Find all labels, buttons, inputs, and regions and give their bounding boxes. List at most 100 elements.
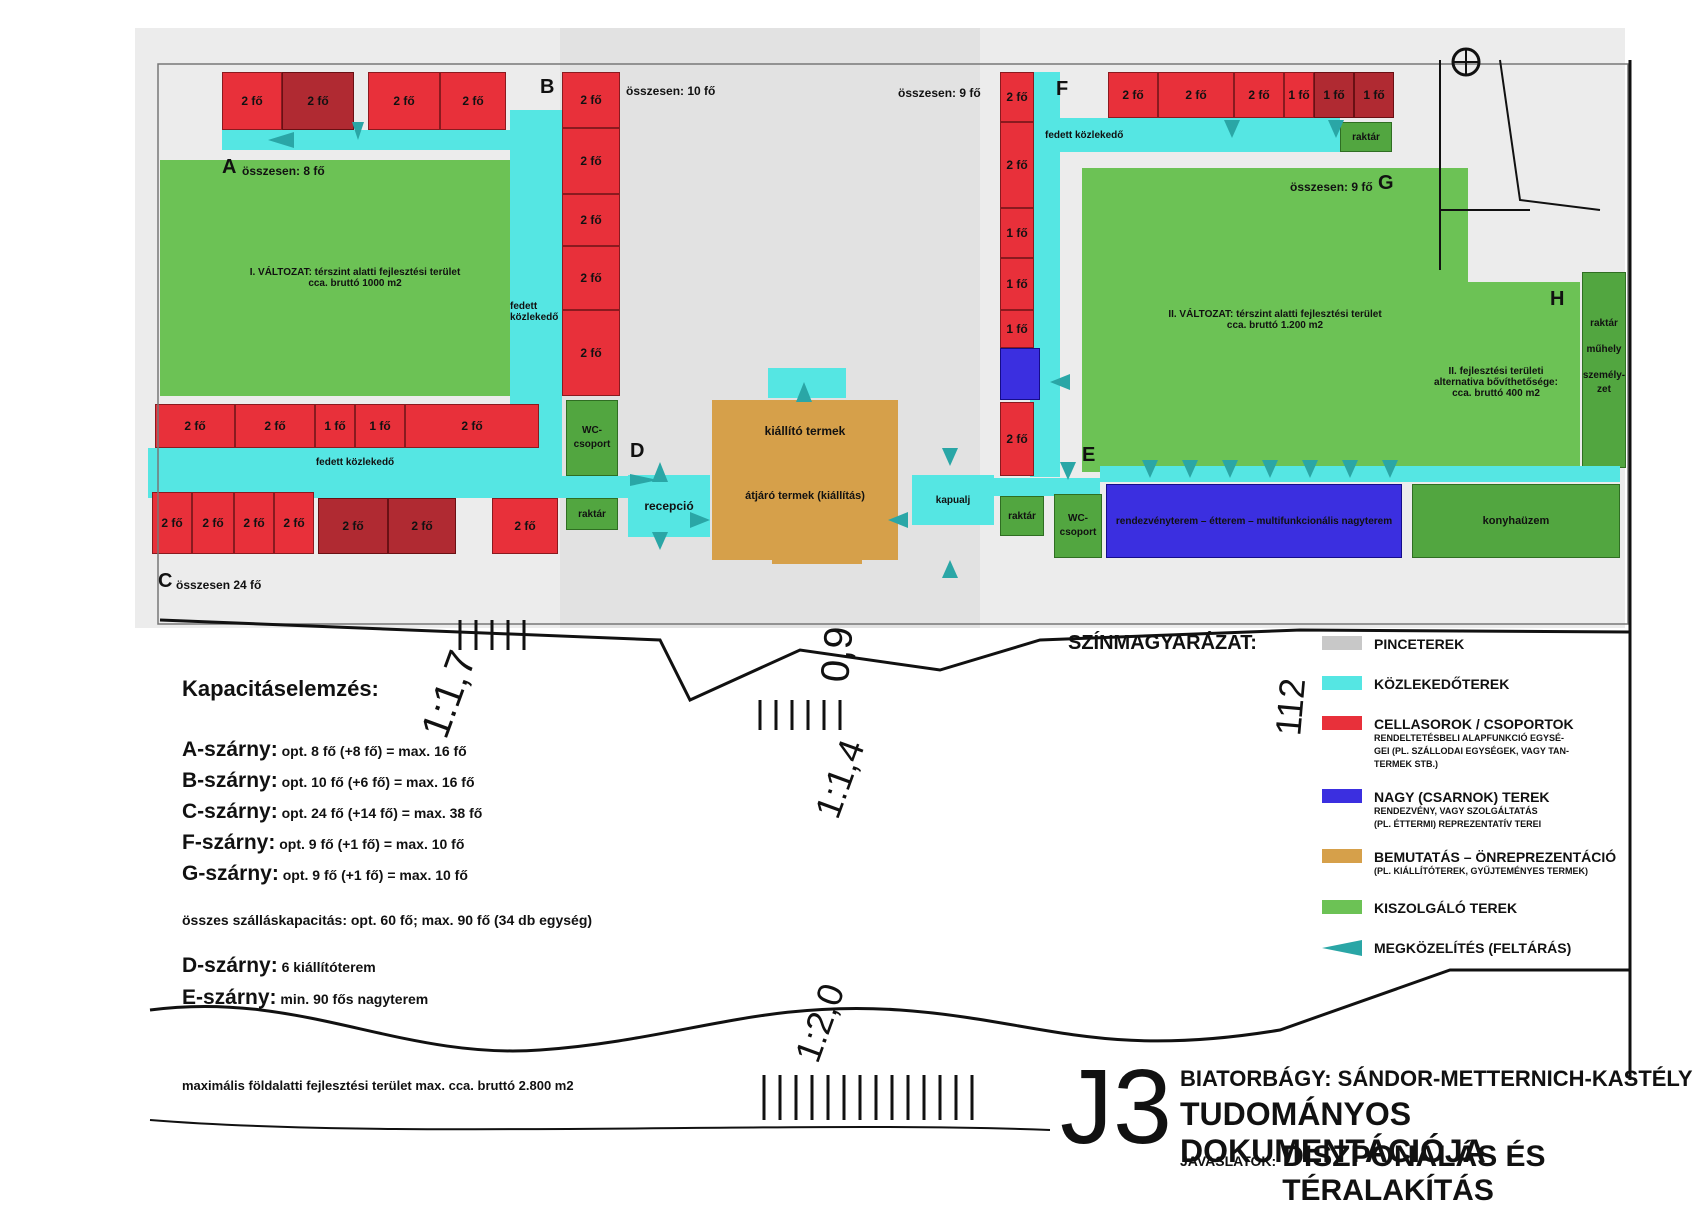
title-line-3-text: DISZPONÁLÁS ÉS TÉRALAKÍTÁS xyxy=(1282,1140,1546,1207)
c-lower-room-7: 2 fő xyxy=(492,498,558,554)
c-lower-room-4: 2 fő xyxy=(274,492,314,554)
variant-2-title: II. VÁLTOZAT: térszint alatti fejlesztés… xyxy=(1168,309,1382,320)
capacity-row-c: C-szárny: opt. 24 fő (+14 fő) = max. 38 … xyxy=(182,800,483,823)
h-area-line-2: alternativa bővíthetősége: xyxy=(1434,376,1558,388)
f-room-5: 1 fő xyxy=(1000,310,1034,348)
exhibit-rooms-label: kiállító termek xyxy=(764,424,846,438)
b-corridor-label-1: fedett xyxy=(510,301,538,312)
g-room-4: 1 fő xyxy=(1284,72,1314,118)
wc-left-label-1: WC- xyxy=(582,425,602,436)
title-line-3: JAVASLATOK: DISZPONÁLÁS ÉS TÉRALAKÍTÁS xyxy=(1180,1140,1697,1208)
wing-a-total: összesen: 8 fő xyxy=(242,164,325,178)
g-room-6: 1 fő xyxy=(1354,72,1394,118)
storage-left: raktár xyxy=(566,498,618,530)
c-upper-room-1: 2 fő xyxy=(155,404,235,448)
capacity-row-e: E-szárny: min. 90 fős nagyterem xyxy=(182,986,429,1009)
c-lower-room-2: 2 fő xyxy=(192,492,234,554)
legend-swatch xyxy=(1322,849,1362,863)
title-line-3-prefix: JAVASLATOK: xyxy=(1180,1153,1277,1169)
c-wing-corridor: fedett közlekedő xyxy=(148,448,562,476)
approach-arrow-icons xyxy=(268,120,1398,578)
wc-right-label-1: WC- xyxy=(1068,513,1088,524)
f-room-3: 1 fő xyxy=(1000,208,1034,258)
g-room-5: 1 fő xyxy=(1314,72,1354,118)
legend-swatch xyxy=(1322,789,1362,803)
capacity-total: összes szálláskapacitás: opt. 60 fő; max… xyxy=(182,912,593,928)
c-upper-room-4: 1 fő xyxy=(355,404,405,448)
approach-arrow-icon xyxy=(1322,940,1362,956)
capacity-list: A-szárny: opt. 8 fő (+8 fő) = max. 16 fő… xyxy=(182,738,482,893)
wc-group-right: WC- csoport xyxy=(1054,494,1102,558)
a-room-1: 2 fő xyxy=(222,72,282,130)
capacity-row-a: A-szárny: opt. 8 fő (+8 fő) = max. 16 fő xyxy=(182,738,467,761)
title-line-1: BIATORBÁGY: SÁNDOR-METTERNICH-KASTÉLY xyxy=(1180,1066,1693,1091)
variant-1-development-area: I. VÁLTOZAT: térszint alatti fejlesztési… xyxy=(160,160,550,396)
h-staff-label-2: zet xyxy=(1597,384,1611,395)
f-corridor-label: fedett közlekedő xyxy=(1045,129,1124,141)
variant-1-title: I. VÁLTOZAT: térszint alatti fejlesztési… xyxy=(249,267,461,278)
wing-f-total: összesen: 9 fő xyxy=(898,86,981,100)
a-room-2: 2 fő xyxy=(282,72,354,130)
storage-mid-label: raktár xyxy=(1008,510,1036,522)
c-lower-room-5: 2 fő xyxy=(318,498,388,554)
capacity-row-f: F-szárny: opt. 9 fő (+1 fő) = max. 10 fő xyxy=(182,831,465,854)
wing-f-letter: F xyxy=(1056,78,1069,100)
slope-note-4: 112 xyxy=(1267,676,1314,738)
legend-item-approach: MEGKÖZELÍTÉS (FELTÁRÁS) xyxy=(1322,940,1622,956)
g-room-3: 2 fő xyxy=(1234,72,1284,118)
legend-swatch xyxy=(1322,900,1362,914)
c-upper-room-5: 2 fő xyxy=(405,404,539,448)
storage-mid: raktár xyxy=(1000,496,1044,536)
a-room-4: 2 fő xyxy=(440,72,506,130)
wing-c-total: összesen 24 fő xyxy=(176,578,262,592)
wc-group-left: WC- csoport xyxy=(566,400,618,476)
legend-swatch xyxy=(1322,716,1362,730)
wc-left-label-2: csoport xyxy=(573,439,611,450)
b-room-3: 2 fő xyxy=(562,194,620,246)
terrain-contour-lower xyxy=(149,968,1630,1053)
wing-e-letter: E xyxy=(1082,444,1096,466)
g-room-1: 2 fő xyxy=(1108,72,1158,118)
h-area-line-1: II. fejlesztési területi xyxy=(1448,365,1544,377)
h-area-line-3: cca. bruttó 400 m2 xyxy=(1452,387,1540,399)
storage-top-right: raktár xyxy=(1340,122,1392,152)
f-room-4: 1 fő xyxy=(1000,258,1034,310)
f-room-6: 2 fő xyxy=(1000,402,1034,476)
f-wing-top-corridor: fedett közlekedő xyxy=(1040,118,1340,152)
b-room-5: 2 fő xyxy=(562,310,620,396)
legend: PINCETEREK KÖZLEKEDŐTEREK CELLASOROK / C… xyxy=(1322,636,1622,956)
g-room-2: 2 fő xyxy=(1158,72,1234,118)
wing-d-letter: D xyxy=(630,440,645,462)
legend-item-service: KISZOLGÁLÓ TEREK xyxy=(1322,900,1622,916)
wing-a-letter: A xyxy=(222,156,237,178)
wing-b-letter: B xyxy=(540,76,555,98)
wing-c-letter: C xyxy=(158,570,173,592)
c-lower-room-3: 2 fő xyxy=(234,492,274,554)
capacity-row-g: G-szárny: opt. 9 fő (+1 fő) = max. 10 fő xyxy=(182,862,468,885)
gateway-label: kapualj xyxy=(935,494,971,506)
h-workshop-label: műhely xyxy=(1586,344,1622,355)
underground-area-note: maximális földalatti fejlesztési terület… xyxy=(182,1078,574,1093)
f-room-2: 2 fő xyxy=(1000,122,1034,208)
legend-title: SZÍNMAGYARÁZAT: xyxy=(1068,632,1257,654)
slope-note-2: 0,9 xyxy=(812,624,862,685)
wc-right-label-2: csoport xyxy=(1059,527,1097,538)
f-wing-hall xyxy=(1000,348,1040,400)
storage-left-label: raktár xyxy=(578,508,606,520)
sheet-code: J3 xyxy=(1060,1048,1172,1166)
h-extension-area: II. fejlesztési területi alternativa bőv… xyxy=(1412,282,1580,482)
wing-g-letter: G xyxy=(1378,172,1394,194)
variant-2-development-area: II. VÁLTOZAT: térszint alatti fejlesztés… xyxy=(1082,168,1468,472)
e-wing-link-corridor xyxy=(994,478,1100,496)
legend-swatch xyxy=(1322,636,1362,650)
a-room-3: 2 fő xyxy=(368,72,440,130)
c-upper-room-2: 2 fő xyxy=(235,404,315,448)
h-service-rooms: raktár műhely személy- zet xyxy=(1582,272,1626,468)
c-lower-room-6: 2 fő xyxy=(388,498,456,554)
capacity-title: Kapacitáselemzés: xyxy=(182,676,379,701)
f-room-1: 2 fő xyxy=(1000,72,1034,122)
gateway-area: kapualj xyxy=(912,475,994,525)
reception-area: recepció xyxy=(628,475,710,537)
legend-item-basements: PINCETEREK xyxy=(1322,636,1622,652)
